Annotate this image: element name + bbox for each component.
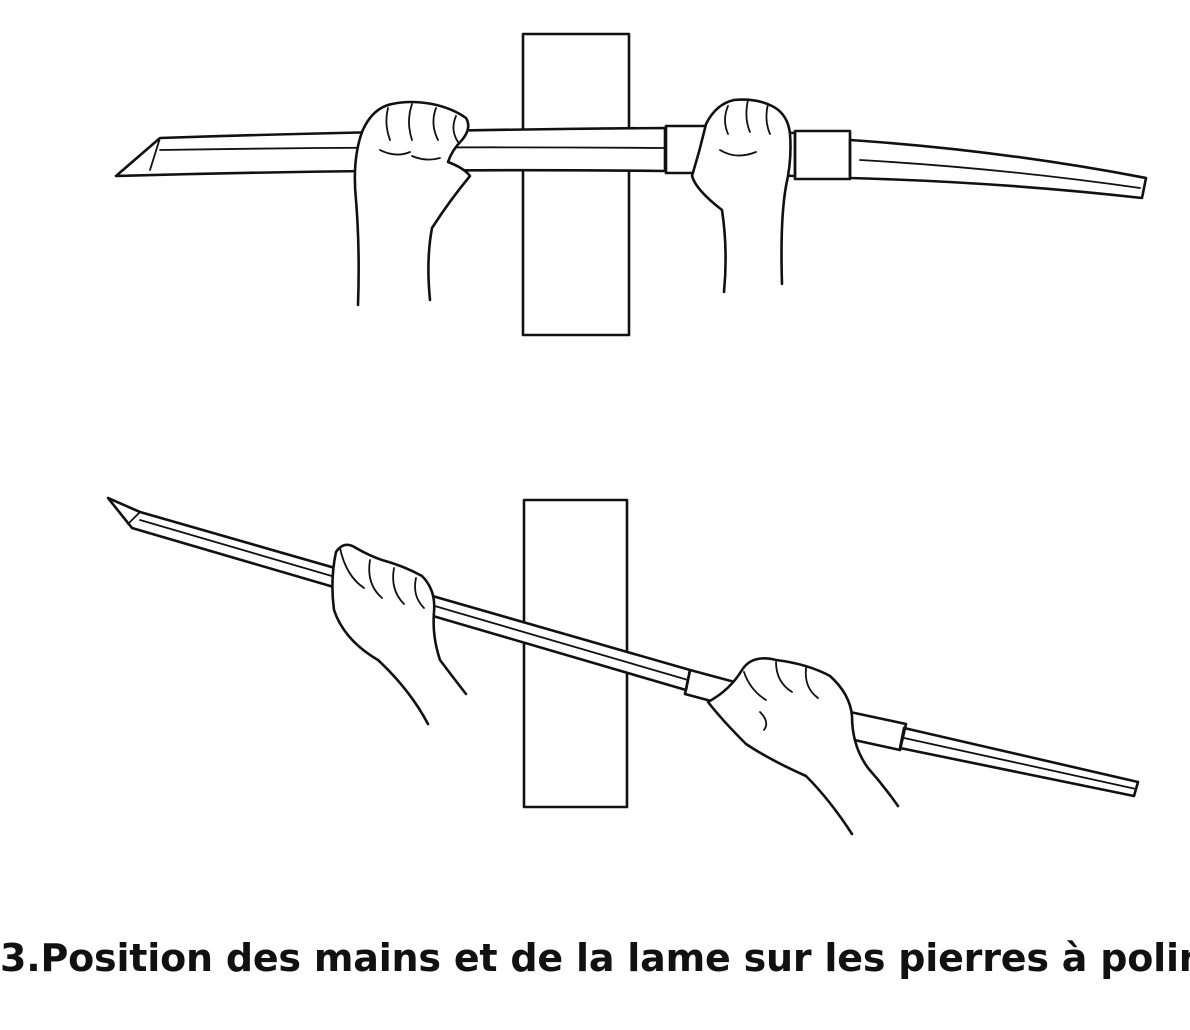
left-hand-top [353, 100, 472, 307]
cloth-wrap-top-right [793, 129, 852, 181]
panel-bottom [106, 496, 1140, 836]
left-hand-bottom [331, 543, 468, 726]
figure-caption: 3.Position des mains et de la lame sur l… [0, 936, 1190, 980]
blade-top [114, 126, 1148, 200]
panel-top [114, 32, 1148, 337]
right-hand-bottom [706, 657, 900, 836]
polishing-stone-top [521, 32, 631, 337]
right-hand-top [690, 98, 792, 294]
